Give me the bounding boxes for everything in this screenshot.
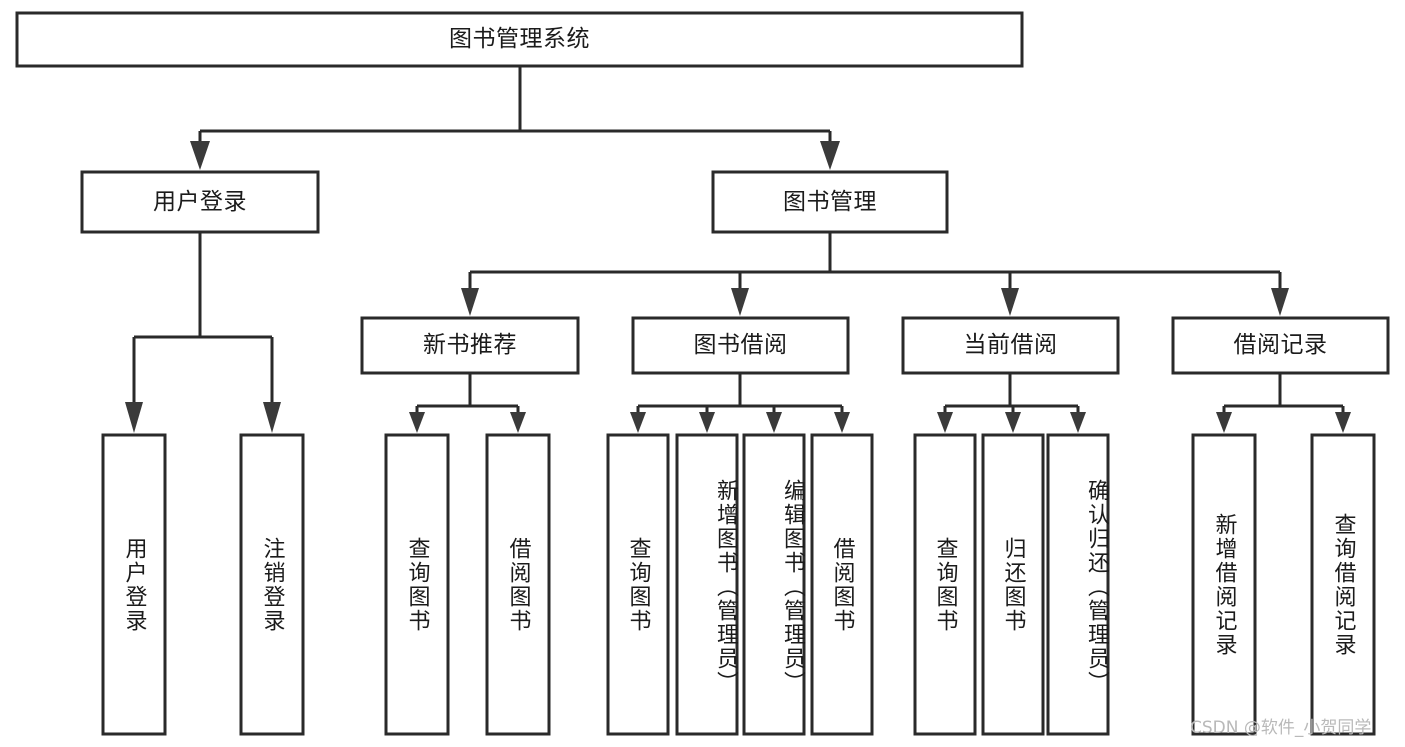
node-box-leaf-current-borrow-2[interactable] <box>1046 433 1110 736</box>
arrowhead-root-to-book-management <box>820 141 840 170</box>
arrowhead-br-leaf-1 <box>1335 412 1351 433</box>
arrowhead-bb-leaf-3 <box>834 412 850 433</box>
arrowhead-new-book-leaf-0 <box>409 412 425 433</box>
node-box-leaf-new-book-0[interactable] <box>384 433 450 736</box>
node-box-leaf-borrow-record-0[interactable] <box>1191 433 1257 736</box>
node-box-borrow-record[interactable] <box>1171 316 1390 375</box>
node-box-leaf-book-borrow-1[interactable] <box>675 433 739 736</box>
node-box-leaf-user-login-1[interactable] <box>239 433 305 736</box>
node-box-leaf-borrow-record-1[interactable] <box>1310 433 1376 736</box>
node-box-leaf-book-borrow-0[interactable] <box>606 433 670 736</box>
node-box-leaf-user-login-0[interactable] <box>101 433 167 736</box>
node-box-leaf-book-borrow-3[interactable] <box>810 433 874 736</box>
node-box-new-book-recommend[interactable] <box>360 316 580 375</box>
arrowhead-new-book-leaf-1 <box>510 412 526 433</box>
node-box-leaf-new-book-1[interactable] <box>485 433 551 736</box>
arrowhead-bm-to-new-book <box>461 288 479 316</box>
node-box-root[interactable] <box>15 11 1024 68</box>
arrowhead-root-to-user-login <box>190 141 210 170</box>
arrowhead-bb-leaf-2 <box>766 412 782 433</box>
arrowhead-bm-to-book-borrow <box>731 288 749 316</box>
arrowhead-cb-leaf-2 <box>1070 412 1086 433</box>
node-box-book-borrow[interactable] <box>631 316 850 375</box>
arrowhead-cb-leaf-1 <box>1005 412 1021 433</box>
arrowhead-bm-to-current-borrow <box>1001 288 1019 316</box>
node-box-leaf-book-borrow-2[interactable] <box>742 433 806 736</box>
arrowhead-bm-to-borrow-record <box>1271 288 1289 316</box>
arrowhead-bb-leaf-1 <box>699 412 715 433</box>
node-box-book-management[interactable] <box>711 170 949 234</box>
arrowhead-user-login-leaf-0 <box>125 402 143 433</box>
arrowhead-cb-leaf-0 <box>937 412 953 433</box>
arrowhead-bb-leaf-0 <box>630 412 646 433</box>
arrowhead-user-login-leaf-1 <box>263 402 281 433</box>
arrowhead-br-leaf-0 <box>1216 412 1232 433</box>
node-box-user-login[interactable] <box>80 170 320 234</box>
node-box-current-borrow[interactable] <box>901 316 1120 375</box>
node-box-leaf-current-borrow-1[interactable] <box>981 433 1045 736</box>
node-box-leaf-current-borrow-0[interactable] <box>913 433 977 736</box>
